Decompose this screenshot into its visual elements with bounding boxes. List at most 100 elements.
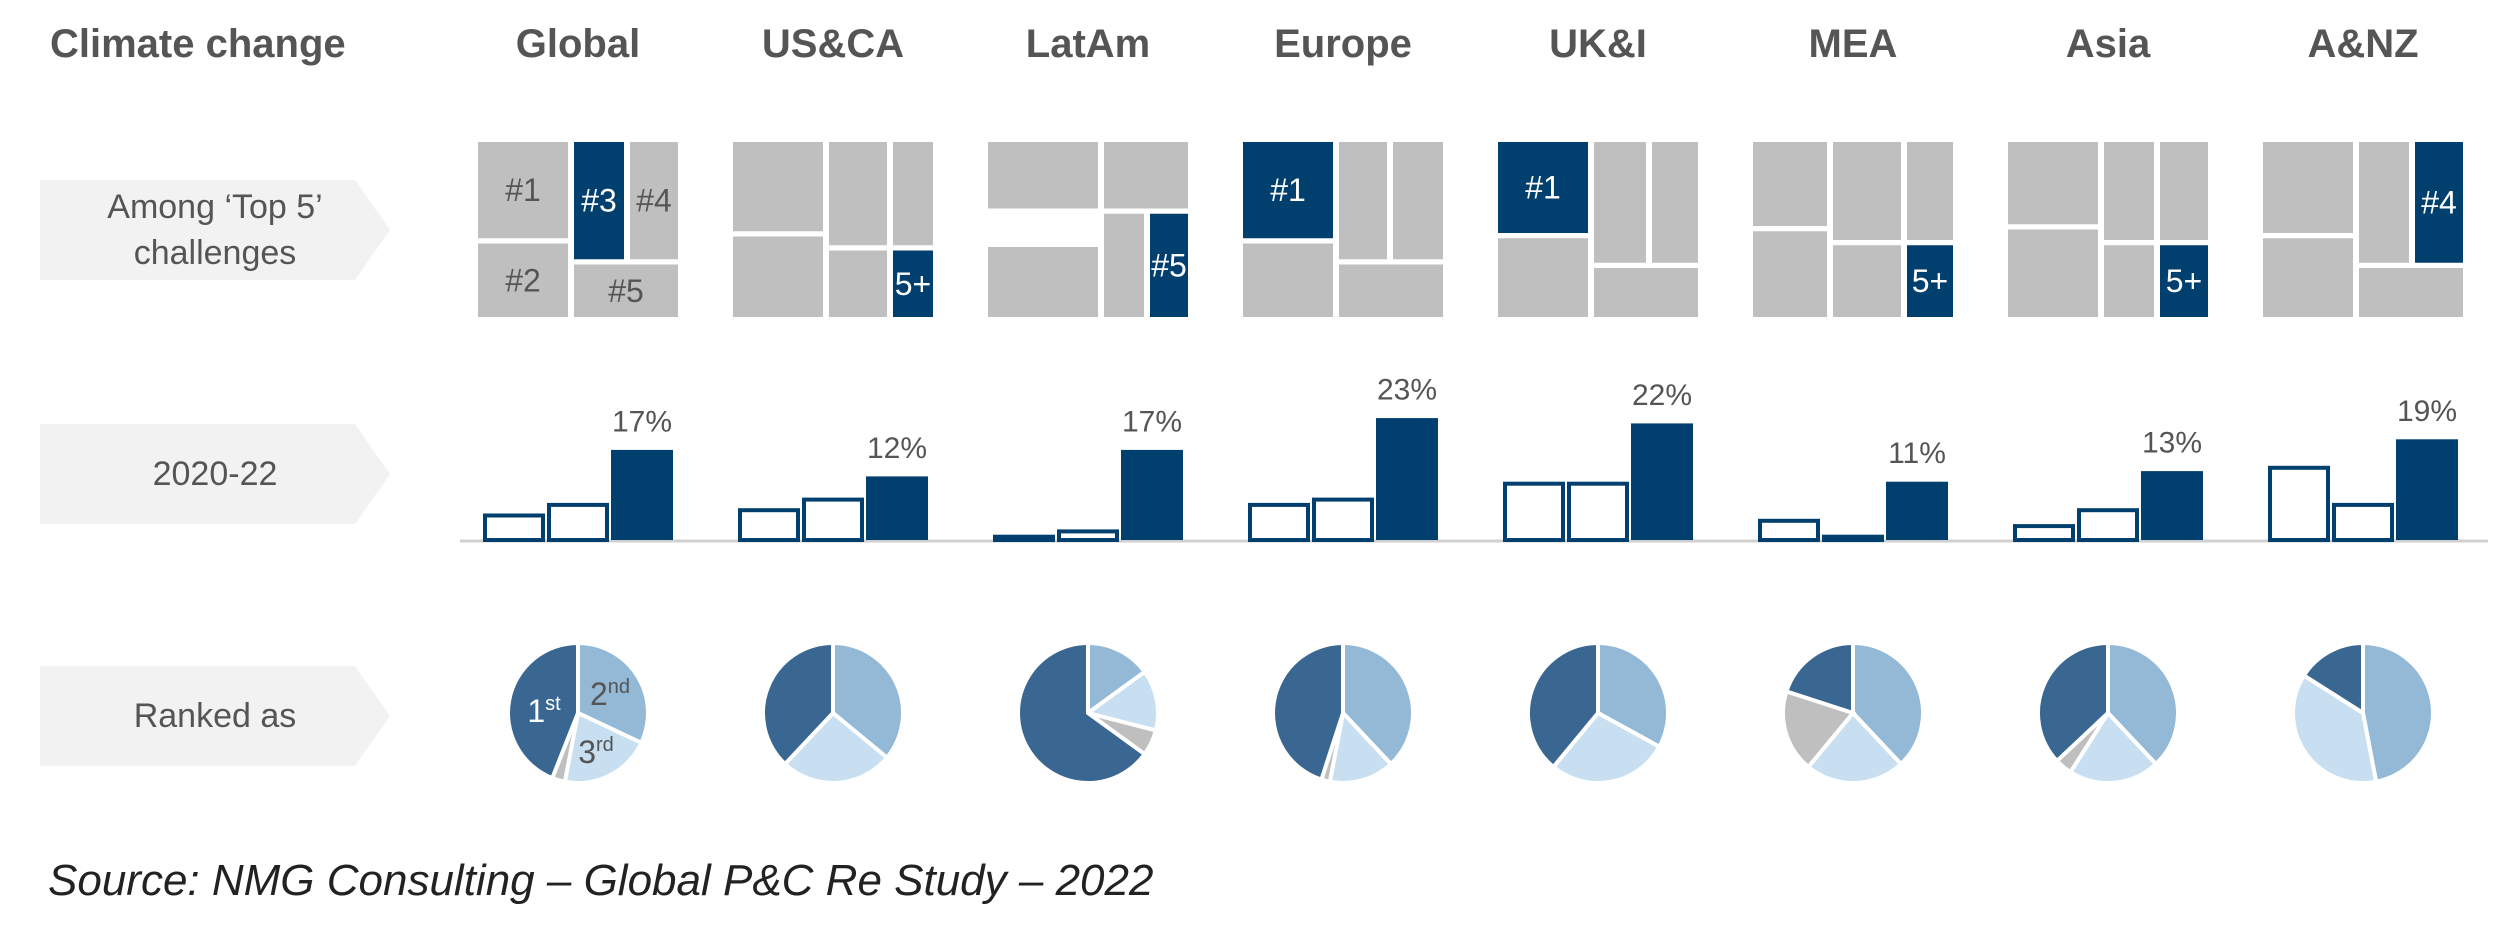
pie-slice-3rd [1327,708,1394,785]
pie-slice-1st [1271,640,1345,783]
bar-data-label: 13% [2142,427,2202,460]
treemap-tile [1498,142,1588,233]
bar-highlight [2141,471,2203,540]
pie-slice-1st [1783,640,1855,716]
bar-outline [1822,534,1884,543]
treemap-tile-label: #1 [1270,172,1306,208]
pie-slice-3rd [1550,710,1663,785]
treemap-tile [1652,142,1698,263]
region-header-uki: UK&I [1549,22,1647,66]
treemap-tile-label: #1 [505,172,541,208]
bar-outline [1567,481,1629,543]
treemap-tile-label: 5+ [2166,263,2202,299]
pie-slice-3rd [562,710,645,785]
bar-highlight [866,476,928,540]
treemap-tile [1243,243,1333,317]
pie-slice-2nd [1086,640,1148,717]
bar-highlight [2396,439,2458,540]
pie-europe [1271,640,1415,785]
treemap-tile [733,142,823,232]
bar-outline [2013,524,2075,542]
bar-data-label: 23% [1377,374,1437,407]
treemap-tile [1833,142,1901,240]
region-header-global: Global [515,22,641,66]
bar-outline [1503,481,1565,543]
treemap-mea: 5+ [1753,142,1953,317]
treemap-asia: 5+ [2008,142,2208,317]
treemap-tile [2359,268,2463,317]
treemap-tile-label: 5+ [1912,263,1948,299]
treemap-tile [574,264,678,317]
treemap-tile [988,247,1098,317]
pie-slice-2nd [831,640,905,761]
pie-latam [1016,640,1160,785]
treemap-tile-label: #4 [2421,184,2457,220]
pie-slice-1st [761,640,835,767]
treemap-tile [1907,245,1953,317]
bar-data-label: 11% [1888,437,1946,470]
treemap-tile [2415,142,2463,263]
treemap-europe: #1 [1243,142,1443,317]
bar-group-latam: 17% [993,405,1183,543]
pie-slice-1st [1016,640,1148,785]
pie-slice-2nd [2361,640,2436,785]
treemap-tile-label: #5 [608,273,644,309]
treemap-tile [988,142,1098,209]
row-label-top5: Among ‘Top 5’ challenges [40,180,390,280]
pie-global [506,640,650,785]
bar-outline [802,497,864,543]
pie-slice-3rd [1805,709,1904,785]
treemap-uki: #1 [1498,142,1698,317]
bar-group-asia: 13% [2013,427,2203,543]
pie-anz [2291,640,2436,785]
treemap-tile [1393,142,1443,260]
treemap-tile [2104,245,2154,317]
treemap-tile [1907,142,1953,240]
treemap-tile [893,142,933,246]
treemap-tile [2263,238,2353,317]
treemap-tile-label: #4 [636,183,672,219]
region-header-latam: LatAm [1025,22,1151,66]
treemap-tile [1150,213,1188,317]
treemap-tile [1339,264,1443,317]
treemap-tile [2104,142,2154,240]
treemap-tile [2160,245,2208,317]
treemap-tile [1753,142,1827,226]
bar-outline [1057,529,1119,543]
pie-slice-3rd [782,710,890,785]
treemap-tile [2263,142,2353,233]
pie-slice-1st [506,640,580,781]
region-header-mea: MEA [1808,22,1898,66]
bar-group-global: 17% [483,405,673,542]
bar-outline [1758,518,1820,542]
treemap-tile-label: 5+ [895,266,931,302]
treemap-tile-label: #2 [505,262,541,298]
pie-slice-1st [1526,640,1600,770]
pie-slice-2nd [576,640,650,746]
bar-data-label: 19% [2397,395,2457,428]
treemap-tile [2160,142,2208,240]
treemap-tile [1594,142,1646,263]
bar-data-label: 17% [1122,405,1182,438]
rank-label-third: 3rd [578,734,614,770]
treemap-tile [1753,231,1827,317]
bar-group-europe: 23% [1248,374,1438,543]
treemap-tile [1104,142,1188,209]
treemap-tile [2008,229,2098,317]
treemap-tile [2008,142,2098,225]
row-label-years: 2020-22 [40,424,390,524]
pie-slice-3rd [2291,672,2379,785]
rank-label-first: 1st [527,693,561,729]
source-note: Source: NMG Consulting – Global P&C Re S… [48,856,1154,905]
bar-group-mea: 11% [1758,437,1948,543]
treemap-latam: #5 [988,142,1188,317]
pie-slice-1st [2301,640,2365,717]
treemap-tile [1833,245,1901,317]
bar-data-label: 17% [612,405,672,438]
bar-outline [738,508,800,543]
bar-outline [483,513,545,542]
treemap-tile [1243,142,1333,239]
region-header-europe: Europe [1274,22,1412,66]
treemap-tile [893,250,933,317]
